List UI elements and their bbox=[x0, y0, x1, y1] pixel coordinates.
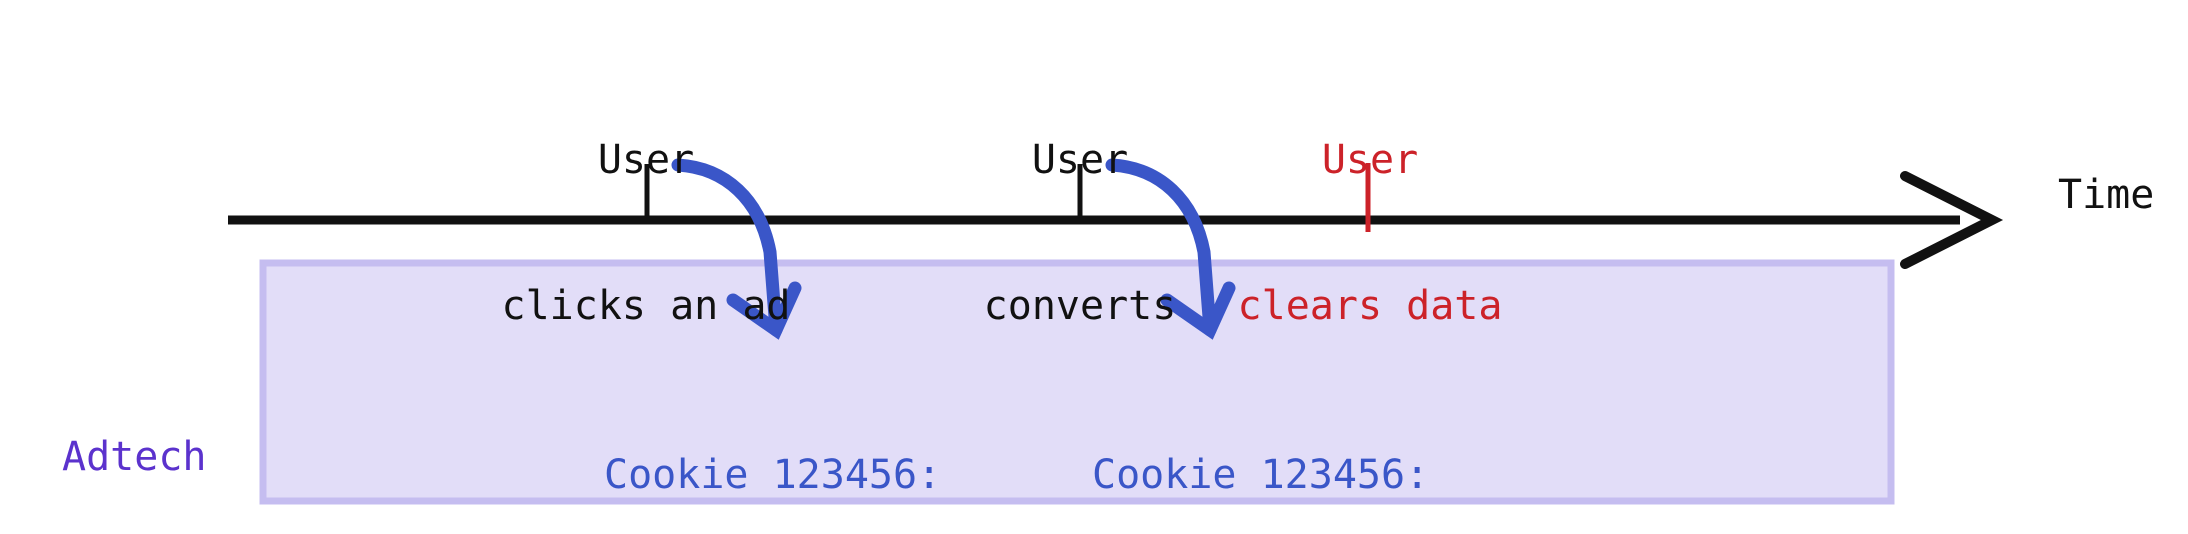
event-label-ad-click: User clicks an ad bbox=[446, 38, 846, 428]
timeline-axis-label: Time bbox=[2058, 172, 2155, 218]
adtech-server-label: Adtech server bbox=[62, 330, 272, 534]
event-label-line: User bbox=[597, 136, 695, 183]
event-label-clear-data: User clears data bbox=[1170, 38, 1570, 428]
server-log-entry-converted: Cookie 123456: Converted bbox=[1092, 348, 1429, 534]
arrow-ad-click-to-server bbox=[671, 158, 802, 340]
timeline-arrowhead-icon bbox=[1900, 171, 2004, 269]
server-log-line: Cookie 123456: bbox=[1092, 452, 1430, 499]
adtech-server-label-line: Adtech bbox=[62, 434, 207, 481]
server-log-line: Cookie 123456: bbox=[604, 452, 942, 499]
event-label-conversion: User converts bbox=[880, 38, 1280, 428]
event-label-line: User bbox=[1321, 136, 1419, 183]
arrow-conversion-to-server bbox=[1105, 158, 1236, 340]
adtech-server-box bbox=[259, 259, 1895, 505]
event-label-line: clears data bbox=[1237, 282, 1503, 329]
server-log-entry-ad-clicked: Cookie 123456: Ad clicked bbox=[604, 348, 941, 534]
event-label-line: User bbox=[1031, 136, 1129, 183]
event-label-line: converts bbox=[983, 282, 1177, 329]
event-label-line: clicks an ad bbox=[501, 282, 791, 329]
